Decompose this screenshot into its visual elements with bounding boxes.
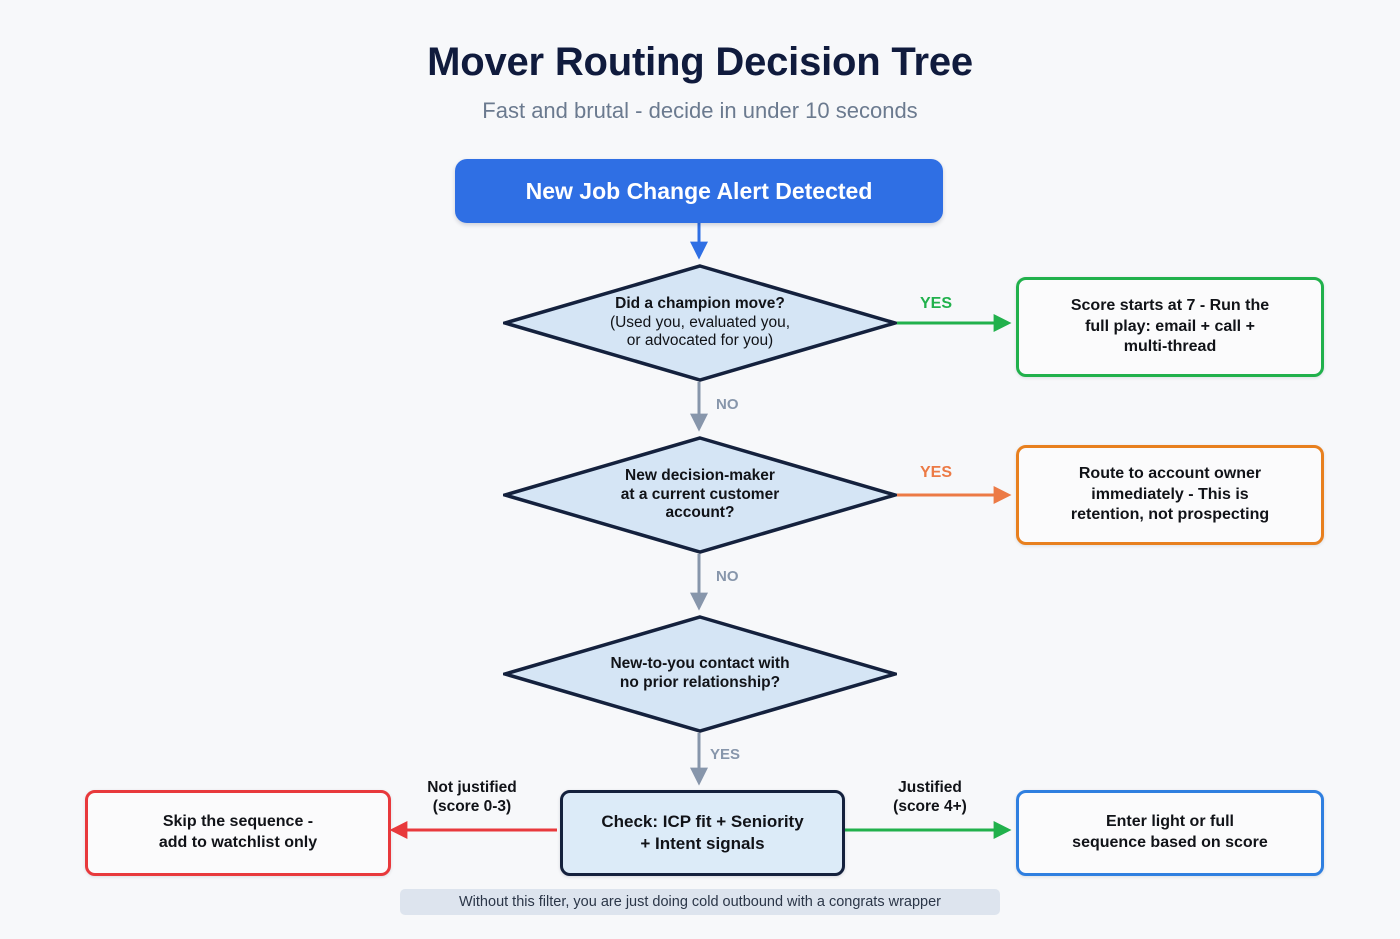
diamond-shape bbox=[503, 436, 897, 554]
footer-note: Without this filter, you are just doing … bbox=[400, 889, 1000, 915]
start-node-label: New Job Change Alert Detected bbox=[525, 177, 873, 204]
outcome-box-skip[interactable]: Skip the sequence - add to watchlist onl… bbox=[85, 790, 391, 876]
edge-label-no-decision-maker: NO bbox=[716, 568, 739, 585]
outcome-line-2: full play: email + call + bbox=[1085, 317, 1255, 335]
outcome-line-1: Route to account owner bbox=[1078, 464, 1262, 482]
outcome-line-3: multi-thread bbox=[1123, 338, 1217, 356]
edge-label-yes-retention: YES bbox=[920, 464, 953, 481]
diamond-line-3: account? bbox=[665, 504, 735, 522]
outcome-box-champion[interactable]: Score starts at 7 - Run the full play: e… bbox=[1016, 277, 1324, 377]
outcome-text: Skip the sequence - add to watchlist onl… bbox=[159, 812, 317, 854]
outcome-text: Score starts at 7 - Run the full play: e… bbox=[1071, 296, 1269, 358]
page-title: Mover Routing Decision Tree bbox=[427, 40, 973, 84]
diamond-line-2: (Used you, evaluated you, bbox=[609, 313, 791, 331]
diamond-shape bbox=[503, 615, 897, 733]
diamond-line-1: New decision-maker bbox=[625, 466, 775, 484]
decision-diamond-new-contact[interactable]: New-to-you contact with no prior relatio… bbox=[503, 615, 897, 733]
page-subtitle: Fast and brutal - decide in under 10 sec… bbox=[482, 98, 918, 123]
diamond-line-1: New-to-you contact with bbox=[610, 655, 790, 673]
diamond-line-2: at a current customer bbox=[620, 485, 780, 503]
edge-label-not-justified: Not justified (score 0-3) bbox=[427, 779, 517, 815]
diamond-label: Did a champion move? (Used you, evaluate… bbox=[503, 264, 897, 382]
decision-diamond-decision-maker[interactable]: New decision-maker at a current customer… bbox=[503, 436, 897, 554]
diamond-shape bbox=[503, 264, 897, 382]
outcome-text: Route to account owner immediately - Thi… bbox=[1071, 464, 1269, 526]
check-node[interactable]: Check: ICP fit + Seniority + Intent sign… bbox=[560, 790, 845, 876]
outcome-box-sequence[interactable]: Enter light or full sequence based on sc… bbox=[1016, 790, 1324, 876]
start-node[interactable]: New Job Change Alert Detected bbox=[455, 159, 943, 223]
outcome-box-retention[interactable]: Route to account owner immediately - Thi… bbox=[1016, 445, 1324, 545]
check-node-text: Check: ICP fit + Seniority + Intent sign… bbox=[601, 811, 803, 855]
check-line-1: Check: ICP fit + Seniority bbox=[601, 811, 804, 831]
outcome-line-1: Skip the sequence - bbox=[162, 813, 314, 831]
edge-label-justified: Justified (score 4+) bbox=[893, 779, 967, 815]
outcome-line-2: add to watchlist only bbox=[158, 834, 318, 851]
footer-note-text: Without this filter, you are just doing … bbox=[459, 894, 941, 910]
edge-label-no-champion: NO bbox=[716, 396, 739, 413]
decision-diamond-champion[interactable]: Did a champion move? (Used you, evaluate… bbox=[503, 264, 897, 382]
outcome-line-2: sequence based on score bbox=[1072, 834, 1268, 851]
edge-label-yes-champion: YES bbox=[920, 295, 953, 312]
diamond-line-2: no prior relationship? bbox=[619, 674, 781, 691]
outcome-line-1: Score starts at 7 - Run the bbox=[1070, 296, 1270, 314]
edge-label-yes-new-contact: YES bbox=[710, 746, 741, 763]
outcome-text: Enter light or full sequence based on sc… bbox=[1072, 812, 1268, 854]
outcome-line-1: Enter light or full bbox=[1105, 813, 1234, 831]
outcome-line-2: immediately - This is bbox=[1091, 485, 1249, 503]
diamond-line-1: Did a champion move? bbox=[615, 294, 785, 312]
diamond-label: New-to-you contact with no prior relatio… bbox=[503, 615, 897, 733]
diamond-line-3: or advocated for you) bbox=[626, 332, 774, 350]
outcome-line-3: retention, not prospecting bbox=[1070, 506, 1270, 524]
check-line-2: + Intent signals bbox=[640, 834, 765, 853]
diamond-label: New decision-maker at a current customer… bbox=[503, 436, 897, 554]
